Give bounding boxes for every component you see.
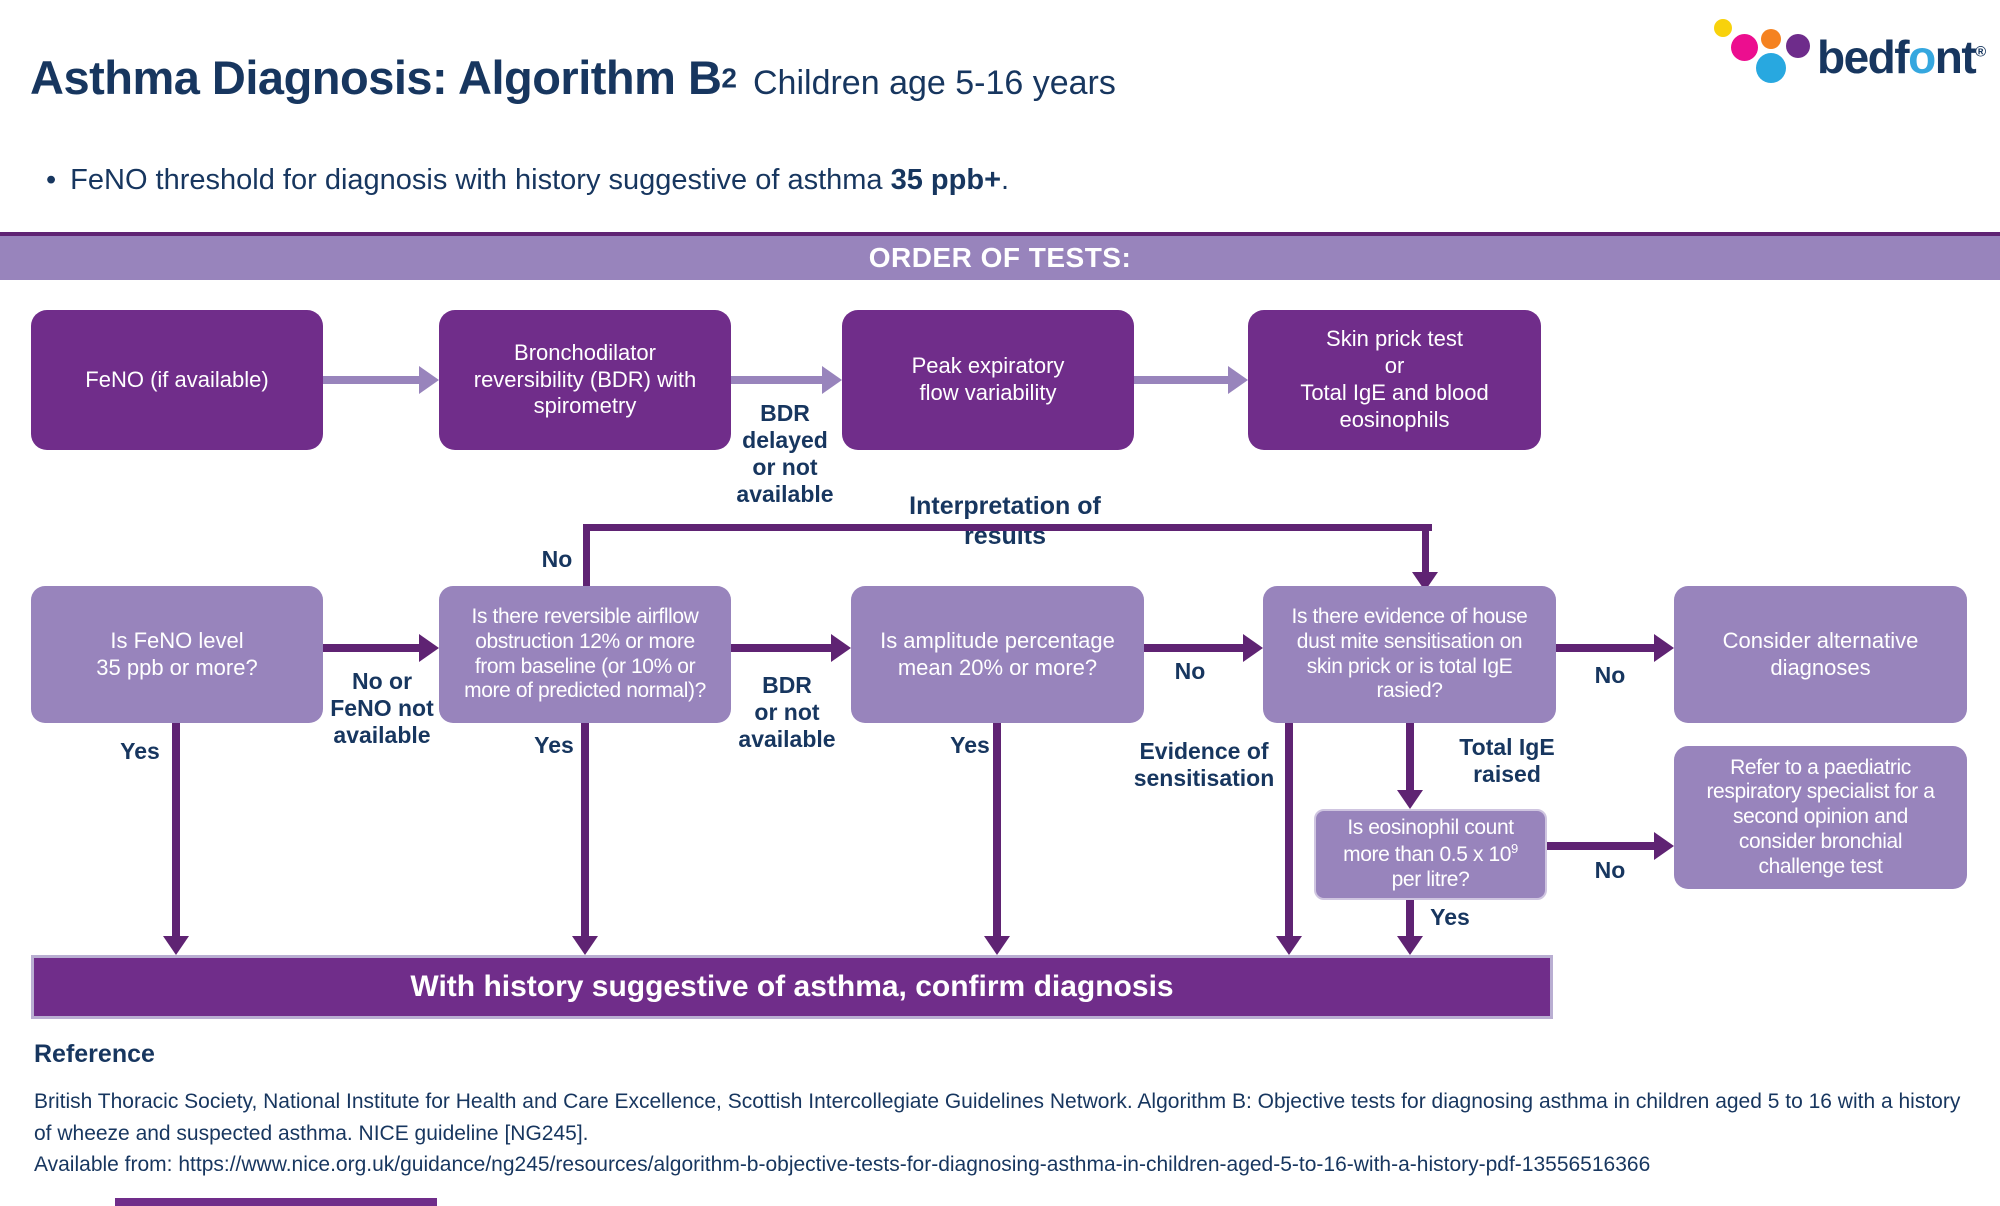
reference-body: British Thoracic Society, National Insti… xyxy=(34,1090,1961,1176)
logo-text-o: o xyxy=(1908,31,1936,83)
label-no-bdr-top: No xyxy=(541,546,573,572)
label-no-eosinophil: No xyxy=(1594,857,1626,883)
logo-dot-blue-icon xyxy=(1756,53,1786,83)
logo-dot-pink-icon xyxy=(1731,34,1758,61)
page-title: Asthma Diagnosis: Algorithm B2 Children a… xyxy=(30,50,1116,105)
question-box-house-dust-mite: Is there evidence of house dust mite sen… xyxy=(1263,586,1556,723)
logo-wordmark: bedfont® xyxy=(1817,30,1986,84)
eosinophil-line1: Is eosinophil count xyxy=(1347,816,1514,840)
bullet-threshold-value: 35 ppb+ xyxy=(890,164,1002,196)
eosinophil-text: Is eosinophil count more than 0.5 x 109 pe… xyxy=(1343,816,1518,892)
title-superscript: 2 xyxy=(721,62,737,94)
question-box-amplitude: Is amplitude percentage mean 20% or more… xyxy=(851,586,1144,723)
order-of-tests-label: ORDER OF TESTS: xyxy=(868,242,1132,273)
question-box-reversible-airflow: Is there reversible airfllow obstruction… xyxy=(439,586,731,723)
logo-dot-orange-icon xyxy=(1761,29,1781,49)
label-yes-bdr: Yes xyxy=(534,732,574,758)
reference-heading: Reference xyxy=(34,1040,155,1068)
arrow-amplitude-to-housedust xyxy=(1144,634,1263,662)
arrow-yes-amplitude-down xyxy=(983,723,1011,955)
bedfont-logo: bedfont® xyxy=(1705,8,1997,100)
eosinophil-line3: per litre? xyxy=(1391,867,1470,891)
label-yes-feno: Yes xyxy=(120,738,160,764)
connector-no-horizontal xyxy=(583,524,1432,531)
label-no-house-dust: No xyxy=(1594,662,1626,688)
title-subtitle: Children age 5-16 years xyxy=(753,64,1116,102)
arrow-total-ige-to-eosinophil xyxy=(1396,723,1424,809)
eosinophil-superscript: 9 xyxy=(1511,841,1518,857)
label-yes-amplitude: Yes xyxy=(950,732,990,758)
outcome-box-refer-specialist: Refer to a paediatric respiratory specia… xyxy=(1674,746,1967,889)
test-box-peak-flow: Peak expiratory flow variability xyxy=(842,310,1134,450)
logo-text-post: nt xyxy=(1934,31,1977,83)
logo-dot-purple-icon xyxy=(1786,34,1810,58)
title-text: Asthma Diagnosis: Algorithm B xyxy=(30,51,722,104)
label-bdr-delayed: BDR delayed or not available xyxy=(736,400,834,508)
arrow-bdr-to-peakflow xyxy=(731,366,842,394)
test-box-feno: FeNO (if available) xyxy=(31,310,323,450)
bullet-suffix: . xyxy=(1001,164,1010,196)
question-box-feno-level: Is FeNO level 35 ppb or more? xyxy=(31,586,323,723)
arrow-feno-to-airflow xyxy=(323,634,439,662)
label-bdr-or-not-available: BDR or not available xyxy=(738,672,836,753)
arrow-feno-to-bdr xyxy=(323,366,439,394)
arrow-evidence-sensitisation-down xyxy=(1275,723,1303,955)
arrow-yes-feno-down xyxy=(162,723,190,955)
label-no-amplitude: No xyxy=(1174,658,1206,684)
label-no-or-feno-not-available: No or FeNO not available xyxy=(330,668,434,749)
bullet-icon: • xyxy=(46,164,57,196)
label-yes-eosinophil: Yes xyxy=(1430,904,1470,930)
connector-no-vertical-right xyxy=(1422,524,1429,574)
label-total-ige-raised: Total IgE raised xyxy=(1459,734,1555,788)
arrow-yes-eosinophil-down xyxy=(1396,900,1424,955)
interpretation-heading: Interpretation of results xyxy=(909,492,1101,550)
bullet-text: FeNO threshold for diagnosis with histor… xyxy=(70,164,891,196)
logo-registered-mark: ® xyxy=(1975,43,1986,61)
arrow-housedust-to-alternative xyxy=(1556,634,1674,662)
logo-text-pre: bedf xyxy=(1817,31,1910,83)
arrow-peakflow-to-skinprick xyxy=(1134,366,1248,394)
arrow-eosinophil-to-refer xyxy=(1547,832,1674,860)
bottom-edge-strip xyxy=(115,1198,437,1206)
logo-dot-yellow-icon xyxy=(1714,19,1732,37)
test-box-skin-prick-ige: Skin prick test or Total IgE and blood e… xyxy=(1248,310,1541,450)
eosinophil-line2: more than 0.5 x 10 xyxy=(1343,843,1512,867)
confirm-diagnosis-bar: With history suggestive of asthma, confi… xyxy=(31,955,1553,1019)
arrow-yes-bdr-down xyxy=(571,723,599,955)
feno-threshold-bullet: • FeNO threshold for diagnosis with histo… xyxy=(46,164,1009,197)
test-box-bdr-spirometry: Bronchodilator reversibility (BDR) with … xyxy=(439,310,731,450)
connector-no-vertical-left xyxy=(583,524,590,586)
confirm-diagnosis-label: With history suggestive of asthma, confi… xyxy=(410,970,1174,1003)
order-of-tests-banner: ORDER OF TESTS: xyxy=(0,232,2000,280)
outcome-box-consider-alternative: Consider alternative diagnoses xyxy=(1674,586,1967,723)
question-box-eosinophil: Is eosinophil count more than 0.5 x 109 pe… xyxy=(1314,809,1547,900)
arrow-airflow-to-amplitude xyxy=(731,634,851,662)
label-evidence-of-sensitisation: Evidence of sensitisation xyxy=(1133,738,1275,792)
